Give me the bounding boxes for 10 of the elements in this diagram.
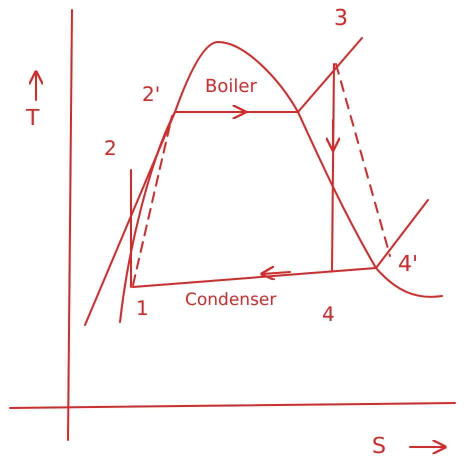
process-label: Boiler [205,78,257,96]
point-label: 3 [334,8,348,30]
process-label: Condenser [185,292,276,309]
axis-label: S [372,436,386,458]
point-label: 4' [398,254,418,276]
point-label: 4 [322,304,335,324]
point-label: 2' [142,84,160,104]
point-label: 2 [104,138,117,158]
point-label: 1 [136,298,149,318]
axis-label: T [26,108,40,130]
